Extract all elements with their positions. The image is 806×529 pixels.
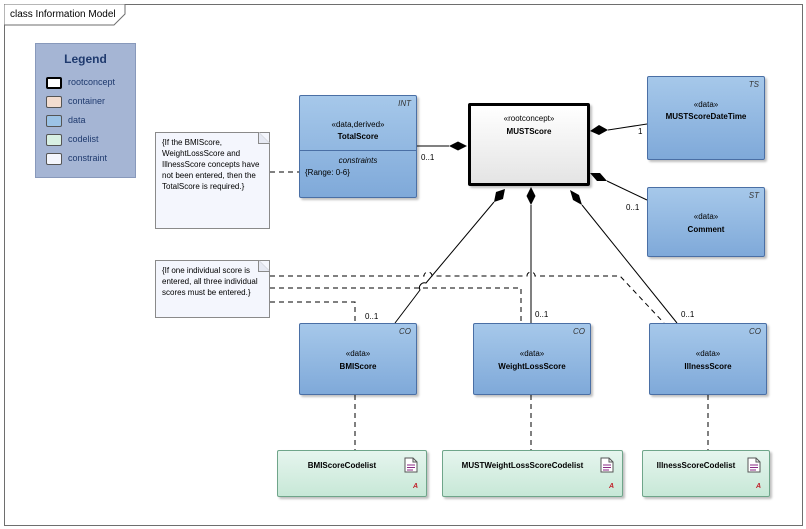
stereotype: «data»: [693, 212, 719, 221]
legend-swatch: [46, 115, 62, 127]
type-tag: CO: [399, 327, 411, 336]
type-tag: CO: [573, 327, 585, 336]
legend-swatch: [46, 77, 62, 89]
class-bmi-score-codelist[interactable]: BMIScoreCodelist A: [277, 450, 427, 497]
legend-label: data: [68, 115, 86, 125]
legend-label: rootconcept: [68, 77, 116, 87]
document-icon: [404, 457, 418, 473]
note-all-three-scores[interactable]: {If one individual score is entered, all…: [155, 260, 270, 318]
class-name: TotalScore: [337, 132, 379, 141]
class-weight-loss-score[interactable]: CO «data» WeightLossScore: [473, 323, 591, 395]
document-icon: [747, 457, 761, 473]
multiplicity-total-score: 0..1: [421, 153, 435, 162]
abstract-mark: A: [608, 483, 614, 490]
class-name: BMIScoreCodelist: [307, 461, 377, 470]
legend-swatch: [46, 96, 62, 108]
note-fold-icon: [258, 132, 270, 144]
class-name: WeightLossScore: [498, 362, 566, 371]
note-text: {If the BMIScore, WeightLossScore and Il…: [162, 138, 260, 191]
abstract-mark: A: [755, 483, 761, 490]
legend-label: container: [68, 96, 106, 106]
stereotype: «data»: [695, 349, 721, 358]
legend-swatch: [46, 134, 62, 146]
class-name: Comment: [687, 225, 725, 234]
class-must-score[interactable]: «rootconcept» MUSTScore: [468, 103, 590, 186]
type-tag: CO: [749, 327, 761, 336]
class-total-score[interactable]: INT «data,derived» TotalScore constraint…: [299, 95, 417, 198]
type-tag: INT: [398, 99, 411, 108]
class-name: BMIScore: [339, 362, 377, 371]
multiplicity-bmi-score: 0..1: [365, 312, 379, 321]
compartment-separator: [300, 150, 416, 151]
stereotype: «data»: [693, 100, 719, 109]
multiplicity-illness-score: 0..1: [681, 310, 695, 319]
class-bmi-score[interactable]: CO «data» BMIScore: [299, 323, 417, 395]
stereotype: «data»: [519, 349, 545, 358]
legend-swatch: [46, 153, 62, 165]
multiplicity-weight-loss-score: 0..1: [535, 310, 549, 319]
class-name: IllnessScoreCodelist: [656, 461, 736, 470]
stereotype: «data»: [345, 349, 371, 358]
abstract-mark: A: [412, 483, 418, 490]
legend-label: constraint: [68, 153, 108, 163]
document-icon: [600, 457, 614, 473]
multiplicity-comment: 0..1: [626, 203, 640, 212]
class-illness-score[interactable]: CO «data» IllnessScore: [649, 323, 767, 395]
frame-title: class Information Model: [10, 9, 116, 20]
note-fold-icon: [258, 260, 270, 272]
stereotype: «rootconcept»: [503, 114, 555, 123]
class-weight-loss-codelist[interactable]: MUSTWeightLossScoreCodelist A: [442, 450, 623, 497]
legend-title: Legend: [64, 52, 107, 66]
frame-tab: [4, 4, 126, 26]
stereotype: «data,derived»: [331, 120, 385, 129]
legend-label: codelist: [68, 134, 99, 144]
multiplicity-date-time: 1: [638, 127, 643, 136]
note-total-score-required[interactable]: {If the BMIScore, WeightLossScore and Il…: [155, 132, 270, 229]
constraint-text: {Range: 0-6}: [305, 168, 350, 177]
class-comment[interactable]: ST «data» Comment: [647, 187, 765, 257]
class-name: IllnessScore: [684, 362, 732, 371]
compartment-title: constraints: [338, 156, 378, 165]
class-illness-score-codelist[interactable]: IllnessScoreCodelist A: [642, 450, 770, 497]
class-must-score-date-time[interactable]: TS «data» MUSTScoreDateTime: [647, 76, 765, 160]
type-tag: TS: [748, 80, 759, 89]
class-name: MUSTWeightLossScoreCodelist: [461, 461, 584, 470]
legend: Legend rootconcept container data codeli…: [35, 43, 136, 178]
class-name: MUSTScoreDateTime: [665, 112, 747, 121]
note-text: {If one individual score is entered, all…: [162, 266, 258, 297]
class-name: MUSTScore: [506, 127, 552, 136]
type-tag: ST: [748, 191, 759, 200]
